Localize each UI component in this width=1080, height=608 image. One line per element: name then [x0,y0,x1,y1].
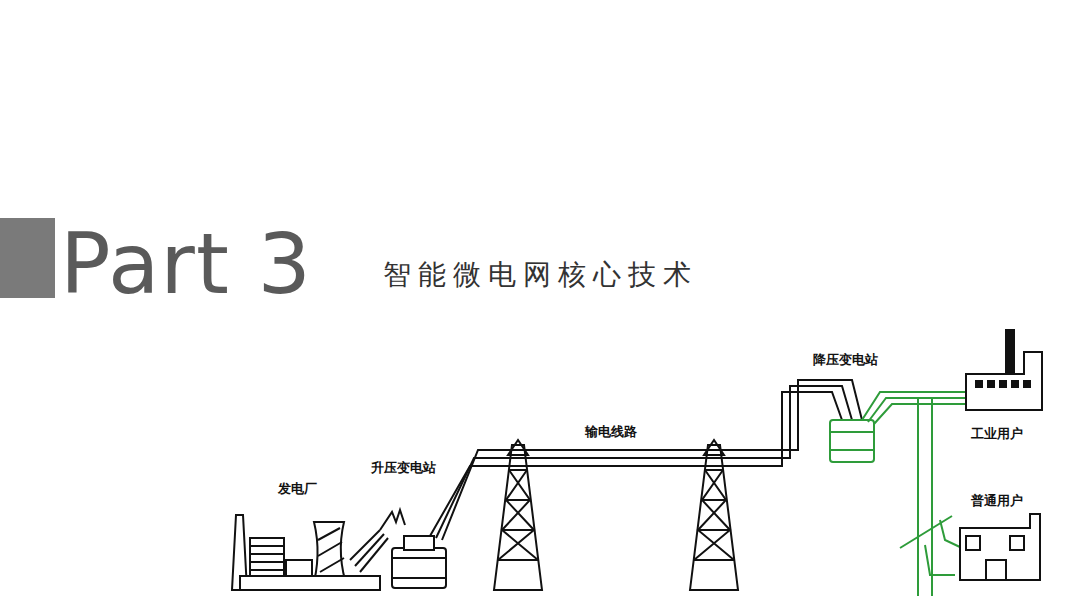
title-marker [0,218,55,298]
part-label: 发电厂 [277,481,318,497]
part-label: 升压变电站 [370,460,437,476]
section-title: Part 3 [60,222,312,306]
section-subtitle: 智能微电网核心技术 [383,258,698,292]
distribution-lines [862,392,966,596]
part-label: 输电线路 [584,424,638,440]
part-label: 普通用户 [970,493,1024,509]
power-plant [232,510,405,590]
step-down-transformer [830,420,874,462]
part-label: 降压变电站 [812,352,879,368]
industrial-user [966,330,1042,410]
transmission-tower [494,440,738,590]
ordinary-user [960,514,1040,580]
transmission-lines [430,380,862,540]
step-up-transformer [392,536,446,588]
part-label: 工业用户 [970,426,1024,442]
